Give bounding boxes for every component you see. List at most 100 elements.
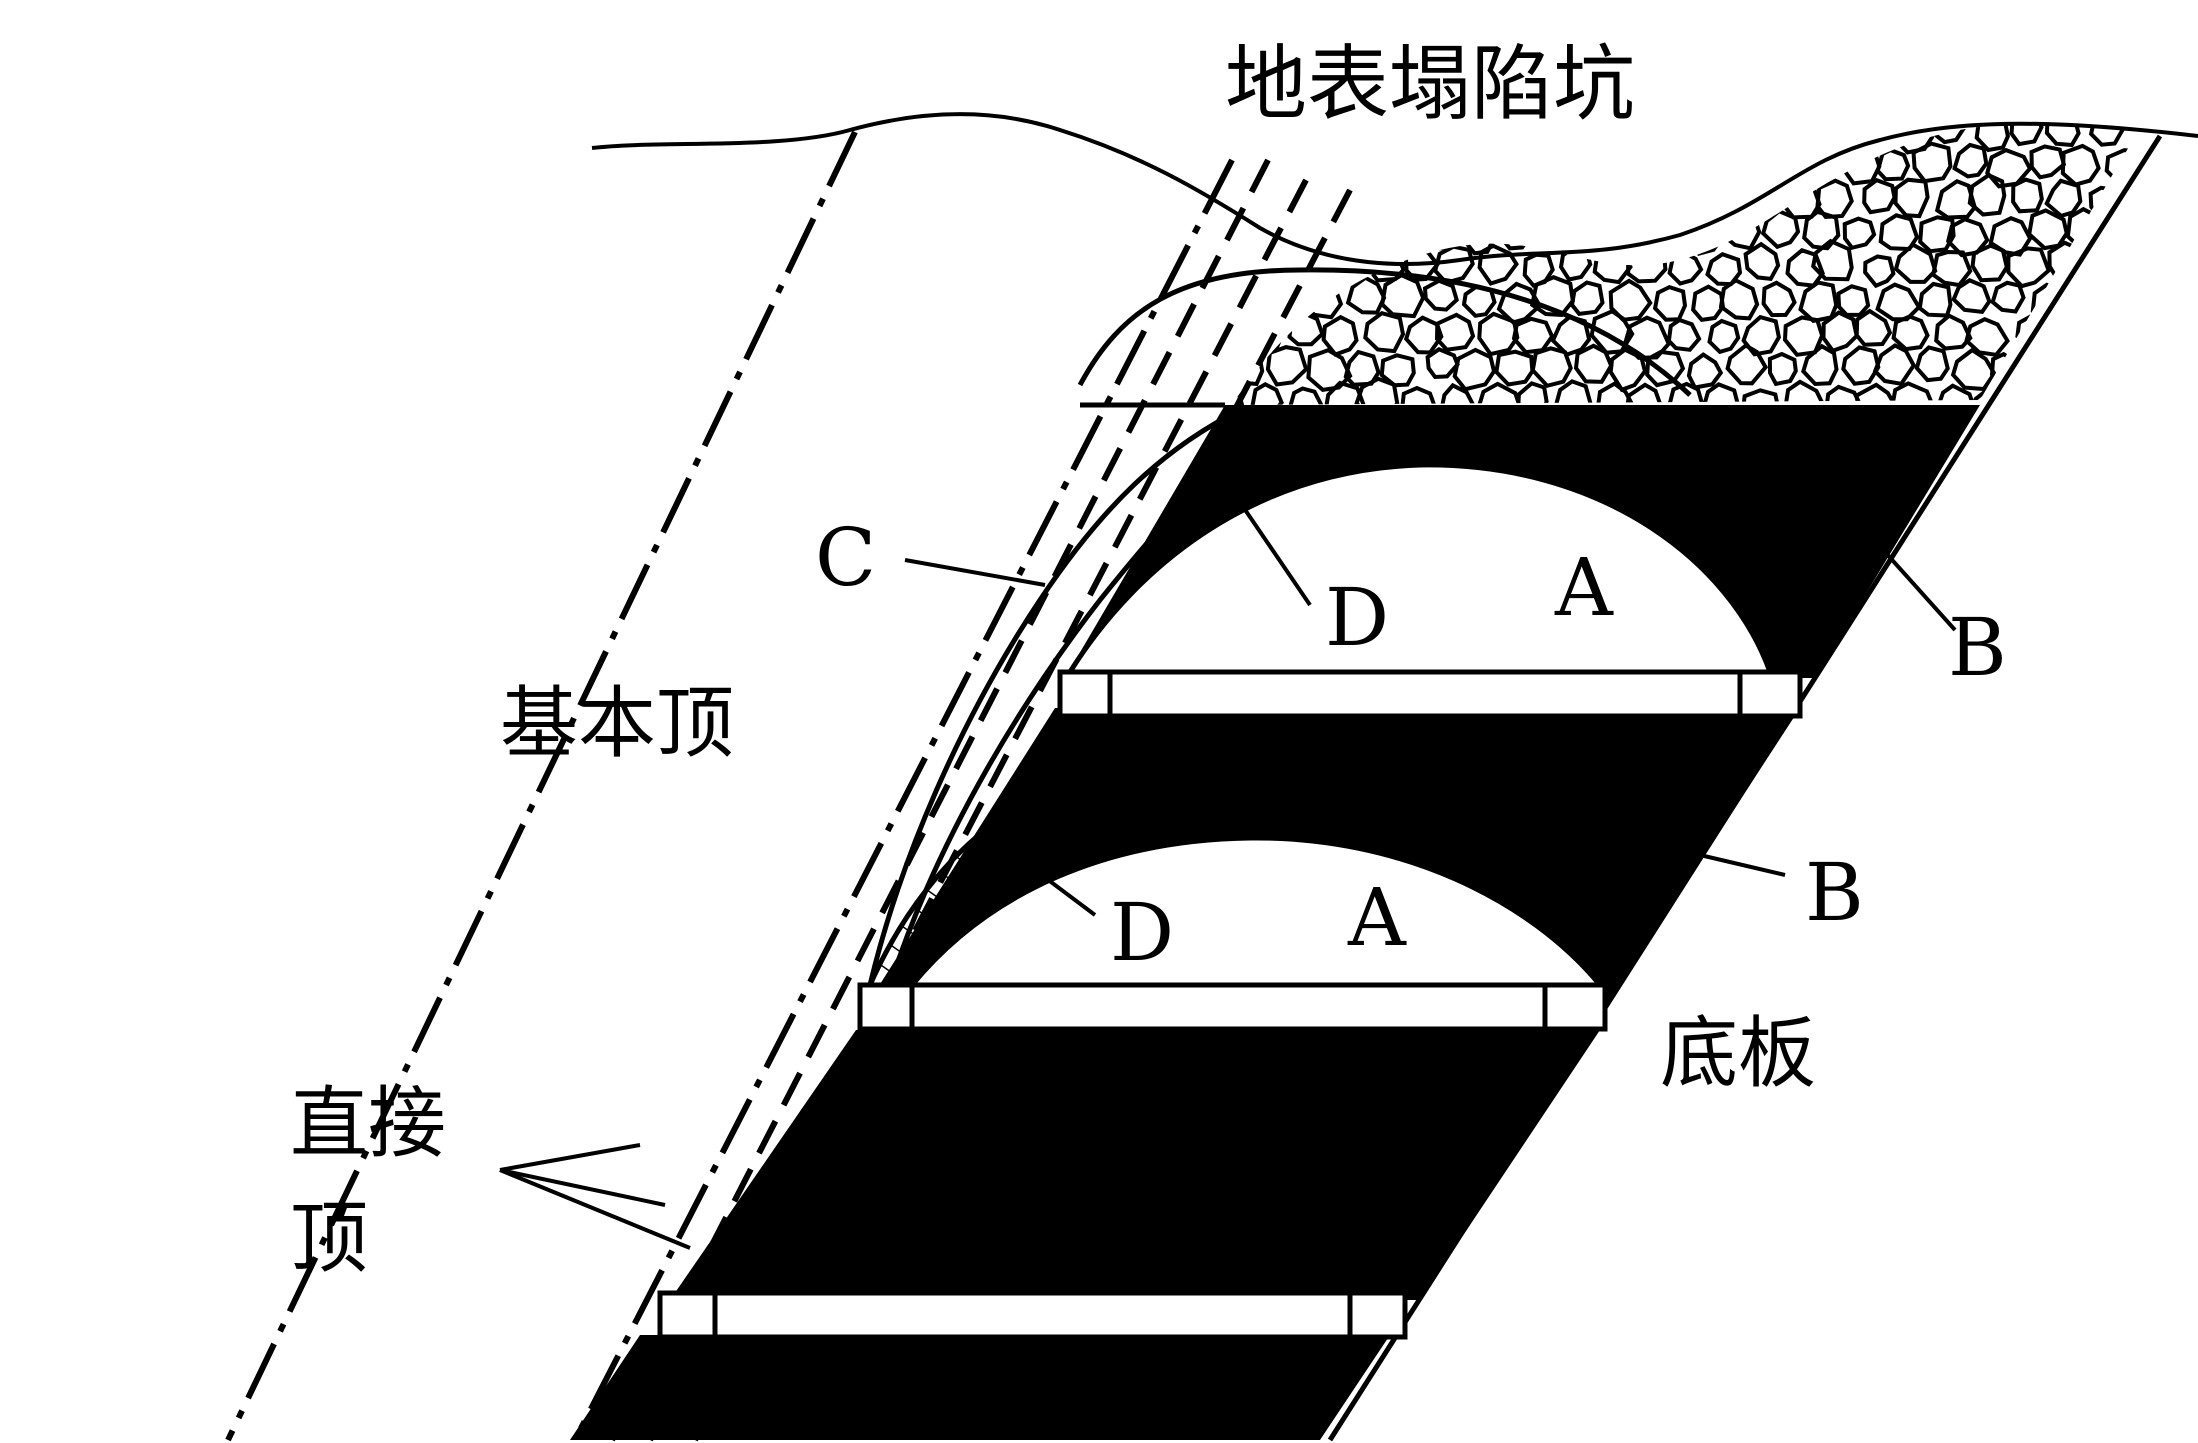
rubble-fragment (1863, 254, 1896, 289)
rubble-fragment (1625, 245, 1668, 284)
rubble-fragment (1423, 144, 1459, 178)
rubble-fragment (1592, 178, 1628, 216)
label-b-lower: B (1805, 846, 1864, 939)
label-surface-pit: 地表塌陷坑 (1225, 37, 1635, 132)
rubble-fragment (1629, 177, 1670, 218)
rubble-fragment (1667, 250, 1704, 286)
rubble-fragment (2027, 208, 2069, 251)
rubble-fragment (1686, 352, 1724, 390)
rubble-fragment (1782, 177, 1822, 220)
rubble-fragment (2022, 343, 2068, 390)
rubble-fragment (1496, 281, 1543, 325)
rubble-fragment (1841, 345, 1881, 386)
rubble-fragment (2088, 123, 2126, 147)
supports (657, 669, 1803, 1340)
rubble-fragment (1767, 351, 1798, 387)
rubble-fragment (1811, 238, 1854, 282)
rubble-fragment (1345, 275, 1387, 315)
rubble-fragment (1672, 123, 1706, 145)
rubble-fragment (1743, 123, 1780, 143)
rubble-fragment (1725, 343, 1769, 386)
rubble-fragment (1531, 208, 1571, 248)
rubble-fragment (1265, 146, 1306, 189)
rubble-fragment (1558, 247, 1593, 282)
rubble-fragment (1743, 241, 1781, 282)
label-immediate-roof-1: 直接 (290, 1079, 446, 1169)
rubble-fragment (2009, 123, 2044, 147)
rubble-fragment (1821, 310, 1859, 354)
rubble-fragment (1379, 143, 1420, 185)
rubble-fragment (1440, 382, 1477, 405)
rubble-fragment (1354, 376, 1400, 405)
rubble-fragment (1952, 142, 1989, 179)
rubble-fragment (1854, 308, 1893, 347)
upper-support-beam (1057, 669, 1803, 719)
rubble-fragment (1666, 317, 1702, 352)
rubble-fragment (1824, 384, 1862, 405)
rubble-fragment (1970, 243, 2009, 283)
leader-roof-3 (499, 1168, 691, 1250)
rubble-fragment (1249, 181, 1292, 219)
rubble-fragment (1477, 311, 1520, 357)
label-d-lower: D (1110, 886, 1174, 979)
lower-support-beam (657, 1290, 1408, 1340)
rubble-fragment (1911, 141, 1953, 184)
rubble-fragment (1477, 243, 1519, 286)
lower-coal-band (670, 1030, 1600, 1300)
rubble-fragment (1592, 244, 1633, 285)
leader-roof-2 (499, 1168, 666, 1207)
rubble-fragment (1707, 318, 1741, 355)
rubble-fragment (1321, 241, 1364, 286)
rubble-fragment (1842, 216, 1877, 251)
rubble-fragment (2081, 244, 2124, 286)
rubble-fragment (2106, 213, 2140, 253)
rubble-fragment (1967, 172, 2007, 217)
rubble-fragment (1893, 242, 1938, 284)
rubble-fragment (1379, 209, 1418, 249)
rubble-fragment (2007, 380, 2047, 405)
rubble-fragment (1662, 174, 1705, 217)
rubble-fragment (1379, 353, 1416, 388)
label-immediate-roof-2: 顶 (290, 1194, 368, 1284)
rubble-fragment (1652, 284, 1688, 322)
rubble-fragment (2011, 177, 2044, 214)
rubble-fragment (2105, 346, 2138, 381)
rubble-fragment (1573, 343, 1614, 384)
rubble-fragment (1403, 315, 1444, 355)
rubble-fragment (1862, 177, 1897, 215)
rubble-fragment (1529, 275, 1575, 318)
rubble-fragment (1917, 281, 1953, 318)
rubble-fragment (2081, 388, 2117, 405)
leader-b-upper (1883, 550, 1957, 632)
rubble-fragment (1517, 178, 1552, 217)
middle-support-beam (857, 982, 1608, 1032)
rubble-fragment (1452, 347, 1497, 392)
rubble-fragment (1685, 142, 1721, 181)
rubble-fragment (1570, 207, 1607, 247)
rubble-fragment (1553, 184, 1588, 217)
rubble-fragment (1596, 381, 1634, 405)
rubble-fragment (2106, 280, 2140, 320)
label-main-roof: 基本顶 (500, 679, 734, 769)
leader-c (904, 558, 1046, 587)
rubble-fragment (2070, 281, 2104, 321)
rubble-fragment (1950, 347, 1997, 392)
label-b-upper: B (1948, 601, 2007, 694)
label-a-lower: A (1347, 871, 1407, 964)
rubble-fragment (1702, 382, 1740, 405)
rubble-fragment (1815, 178, 1854, 220)
rubble-fragment (1893, 177, 1930, 219)
rubble-fragment (1624, 382, 1663, 405)
rubble-fragment (1760, 208, 1801, 250)
rubble-fragment (1643, 141, 1687, 181)
rubble-fragment (1422, 278, 1459, 312)
rubble-fragment (1608, 145, 1652, 189)
rubble-fragment (1344, 215, 1380, 249)
leader-d-lower (1013, 853, 1097, 917)
rubble-fragment (1875, 147, 1911, 182)
rubble-fragment (1891, 314, 1930, 352)
rubble-fragment (1801, 343, 1839, 387)
rubble-fragment (1321, 314, 1359, 357)
rubble-fragment (1820, 123, 1856, 148)
rubble-fragment (1707, 123, 1742, 143)
